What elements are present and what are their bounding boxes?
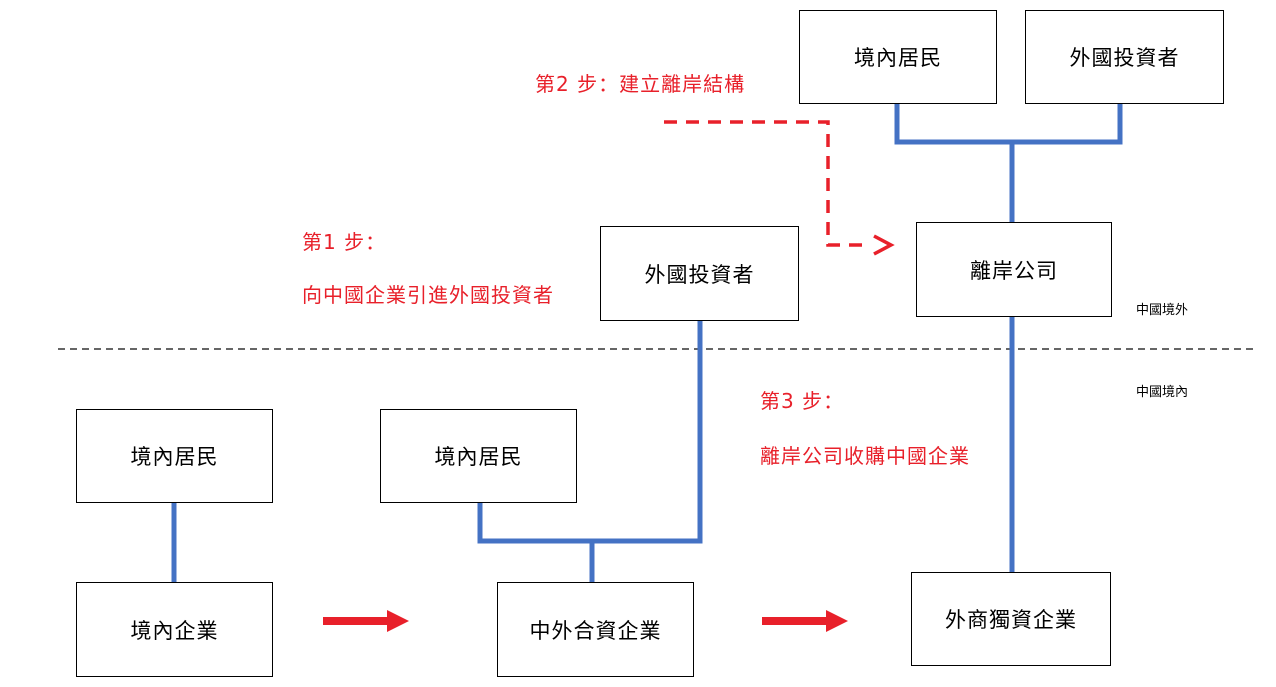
box-offshore-domestic-resident: 境內居民: [799, 10, 997, 104]
step1-description: 向中國企業引進外國投資者: [302, 283, 554, 307]
box-sino-foreign-jv: 中外合資企業: [497, 582, 694, 677]
box-offshore-foreign-investor: 外國投資者: [1025, 10, 1224, 104]
arrow-domestic-to-jv: [323, 610, 409, 632]
arrow-jv-to-wfoe: [762, 610, 848, 632]
box-offshore-company: 離岸公司: [916, 222, 1112, 317]
step3-title: 第3 步：: [760, 389, 845, 413]
region-label-inside-china: 中國境內: [1136, 385, 1189, 400]
box-domestic-enterprise: 境內企業: [76, 582, 273, 677]
region-label-outside-china: 中國境外: [1136, 303, 1189, 318]
step3-description: 離岸公司收購中國企業: [760, 444, 970, 468]
step1-title: 第1 步：: [302, 230, 387, 254]
step2-label: 第2 步：建立離岸結構: [535, 72, 746, 96]
connector-top-shareholders: [894, 103, 1123, 145]
box-wfoe: 外商獨資企業: [911, 572, 1111, 666]
box-domestic-resident-left: 境內居民: [76, 409, 273, 503]
step2-arrowhead: [873, 234, 895, 256]
box-domestic-resident-mid: 境內居民: [380, 409, 577, 503]
box-foreign-investor: 外國投資者: [600, 226, 799, 321]
step2-dashed-arrow: [664, 120, 868, 247]
